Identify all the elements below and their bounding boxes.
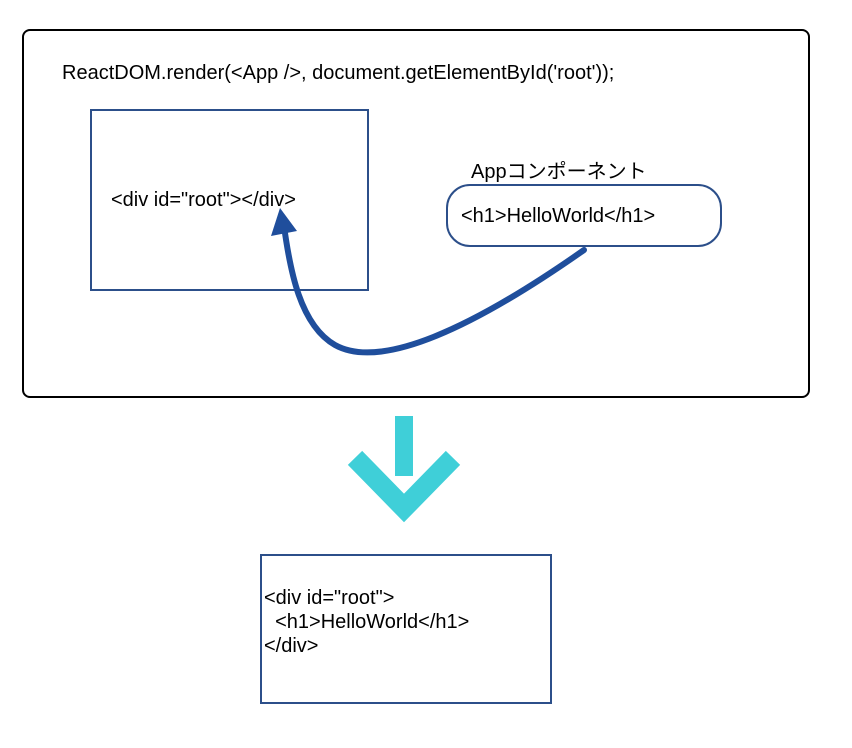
root-element-label: <div id="root"></div> [111,189,296,211]
app-component-title: Appコンポーネント [471,161,647,183]
render-call-text: ReactDOM.render(<App />, document.getEle… [62,62,615,84]
root-element-box [90,109,369,291]
result-dom-box [260,554,552,704]
result-line-open: <div id="root"> [264,587,395,609]
result-line-h1: <h1>HelloWorld</h1> [264,611,470,633]
arrow-down-icon [347,416,461,523]
result-line-close: </div> [264,635,319,657]
app-component-label: <h1>HelloWorld</h1> [461,205,656,227]
render-frame [22,29,810,398]
